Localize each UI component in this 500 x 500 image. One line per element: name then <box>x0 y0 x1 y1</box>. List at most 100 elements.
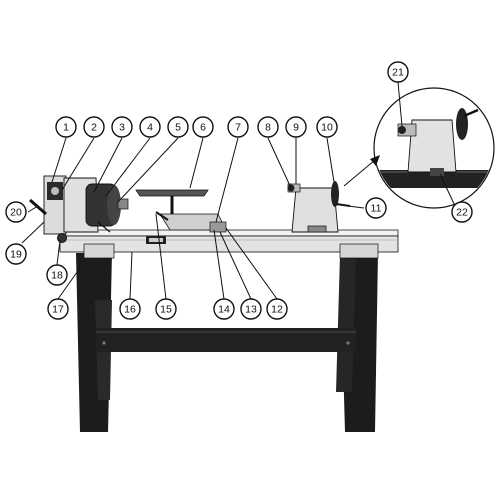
right-leg-inner <box>336 255 356 392</box>
callout-circle <box>55 116 77 138</box>
callout-13: 13 <box>240 298 262 320</box>
lock-knob <box>57 233 67 243</box>
callout-20: 20 <box>5 201 27 223</box>
callout-14: 14 <box>213 298 235 320</box>
callout-8: 8 <box>257 116 279 138</box>
callout-19: 19 <box>5 243 27 265</box>
callout-circle <box>387 61 409 83</box>
callout-number: 12 <box>271 304 283 316</box>
callout-circle <box>365 197 387 219</box>
tool-rest-bar <box>135 189 209 197</box>
inset-arrow <box>343 159 376 187</box>
callout-circle <box>119 298 141 320</box>
tool-rest-assembly <box>135 189 227 233</box>
callout-16: 16 <box>119 298 141 320</box>
callout-number: 1 <box>63 122 69 134</box>
callout-number: 17 <box>52 304 64 316</box>
callout-circle <box>5 243 27 265</box>
callout-number: 14 <box>218 304 230 316</box>
callout-number: 22 <box>456 207 468 219</box>
shelf-bolt <box>346 341 350 345</box>
callout-circle <box>155 298 177 320</box>
callout-circle <box>285 116 307 138</box>
callout-number: 7 <box>235 122 241 134</box>
tailstock <box>287 181 351 233</box>
callout-circle <box>83 116 105 138</box>
callout-number: 6 <box>200 122 206 134</box>
callout-10: 10 <box>316 116 338 138</box>
callout-11: 11 <box>365 197 387 219</box>
callout-circle <box>451 201 473 223</box>
inset-bed <box>375 170 493 188</box>
callout-number: 11 <box>371 203 382 215</box>
callout-circle <box>5 201 27 223</box>
callout-number: 4 <box>147 122 153 134</box>
callout-circle <box>139 116 161 138</box>
callout-5: 5 <box>167 116 189 138</box>
callout-6: 6 <box>192 116 214 138</box>
callout-number: 5 <box>175 122 181 134</box>
switch <box>51 187 59 195</box>
callout-number: 9 <box>293 122 299 134</box>
lathe-bed <box>59 229 399 259</box>
callout-7: 7 <box>227 116 249 138</box>
callout-number: 3 <box>119 122 125 134</box>
callout-3: 3 <box>111 116 133 138</box>
lathe-stand <box>76 253 378 432</box>
callout-number: 15 <box>160 304 172 316</box>
callout-22: 22 <box>451 201 473 223</box>
banjo-clamp <box>209 221 227 233</box>
callout-21: 21 <box>387 61 409 83</box>
callout-number: 2 <box>91 122 97 134</box>
bed-bracket-left <box>83 243 115 259</box>
inset-handwheel <box>456 108 468 140</box>
detail-inset <box>343 87 495 209</box>
bed-bracket-right <box>339 243 379 259</box>
inset-quill-lock <box>398 126 406 134</box>
handwheel-handle <box>335 203 351 207</box>
callout-circle <box>47 298 69 320</box>
tool-rest-handle <box>155 211 169 221</box>
inset-tailstock <box>407 119 457 173</box>
callout-number: 10 <box>321 122 333 134</box>
callout-17: 17 <box>47 298 69 320</box>
callout-number: 8 <box>265 122 271 134</box>
callout-18: 18 <box>46 264 68 286</box>
spindle <box>117 198 129 210</box>
callout-circle <box>192 116 214 138</box>
callout-circle <box>240 298 262 320</box>
handwheel <box>331 181 339 207</box>
callout-circle <box>167 116 189 138</box>
cord <box>97 221 111 233</box>
shelf-bolt <box>102 341 106 345</box>
callout-circle <box>111 116 133 138</box>
leader-lines <box>21 81 457 300</box>
inset-arrow-head <box>370 155 380 166</box>
tailstock-clamp <box>307 225 327 233</box>
callout-circle <box>46 264 68 286</box>
name-plate-inner <box>149 238 163 242</box>
callout-number: 18 <box>51 270 63 282</box>
callout-circle <box>213 298 235 320</box>
callout-number: 21 <box>392 67 404 79</box>
stand-shelf <box>96 328 356 352</box>
callout-9: 9 <box>285 116 307 138</box>
callout-12: 12 <box>266 298 288 320</box>
callout-1: 1 <box>55 116 77 138</box>
callout-circle <box>257 116 279 138</box>
inset-clamp-lever <box>430 168 444 176</box>
motor-end <box>107 185 121 225</box>
callout-number: 16 <box>124 304 136 316</box>
callout-15: 15 <box>155 298 177 320</box>
callout-circle <box>266 298 288 320</box>
callout-number: 19 <box>10 249 22 261</box>
callout-number: 20 <box>10 207 22 219</box>
tailstock-body <box>291 187 339 233</box>
callout-circle <box>227 116 249 138</box>
callout-4: 4 <box>139 116 161 138</box>
lever <box>29 198 47 216</box>
inset-handwheel-handle <box>463 108 479 118</box>
